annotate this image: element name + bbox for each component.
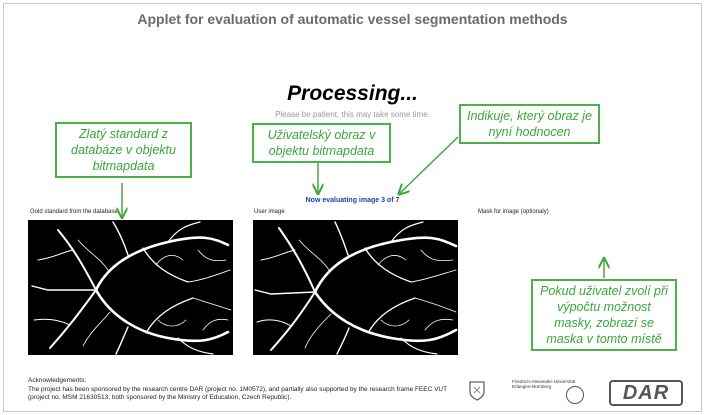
callout-mask: Pokud uživatel zvolí při výpočtu možnost… [531,279,677,351]
university-name: Friedrich-Alexander-Universität Erlangen… [512,379,576,389]
retina-vessel-tree-user [254,221,458,355]
callout-gold-standard: Zlatý standard z databáze v objektu bitm… [55,122,192,178]
university-logo: Friedrich-Alexander-Universität Erlangen… [512,379,584,407]
acknowledgements: Acknowledgements: The project has been s… [28,377,453,403]
evaluation-status: Now evaluating image 3 of 7 [305,197,400,204]
acknowledgements-body: The project has been sponsored by the re… [28,385,447,402]
patience-note: Please be patient, this may take some ti… [275,110,430,119]
mask-label: Mask for image (optionaly) [478,209,549,215]
gold-standard-image [28,220,233,355]
user-image-label: User image [254,209,285,215]
dar-logo: DAR [609,380,683,406]
callout-indicator: Indikuje, který obraz je nyní hodnocen [459,104,600,144]
processing-heading: Processing... [287,82,418,105]
user-image [253,220,458,355]
acknowledgements-heading: Acknowledgements: [28,377,87,384]
university-seal-icon [566,386,584,404]
gold-standard-label: Gold standard from the database [30,209,118,215]
applet-title: Applet for evaluation of automatic vesse… [137,11,568,27]
retina-vessel-tree-gold [31,221,232,355]
university-shield-icon [469,381,485,401]
callout-user-image: Uživatelský obraz v objektu bitmapdata [252,123,391,163]
